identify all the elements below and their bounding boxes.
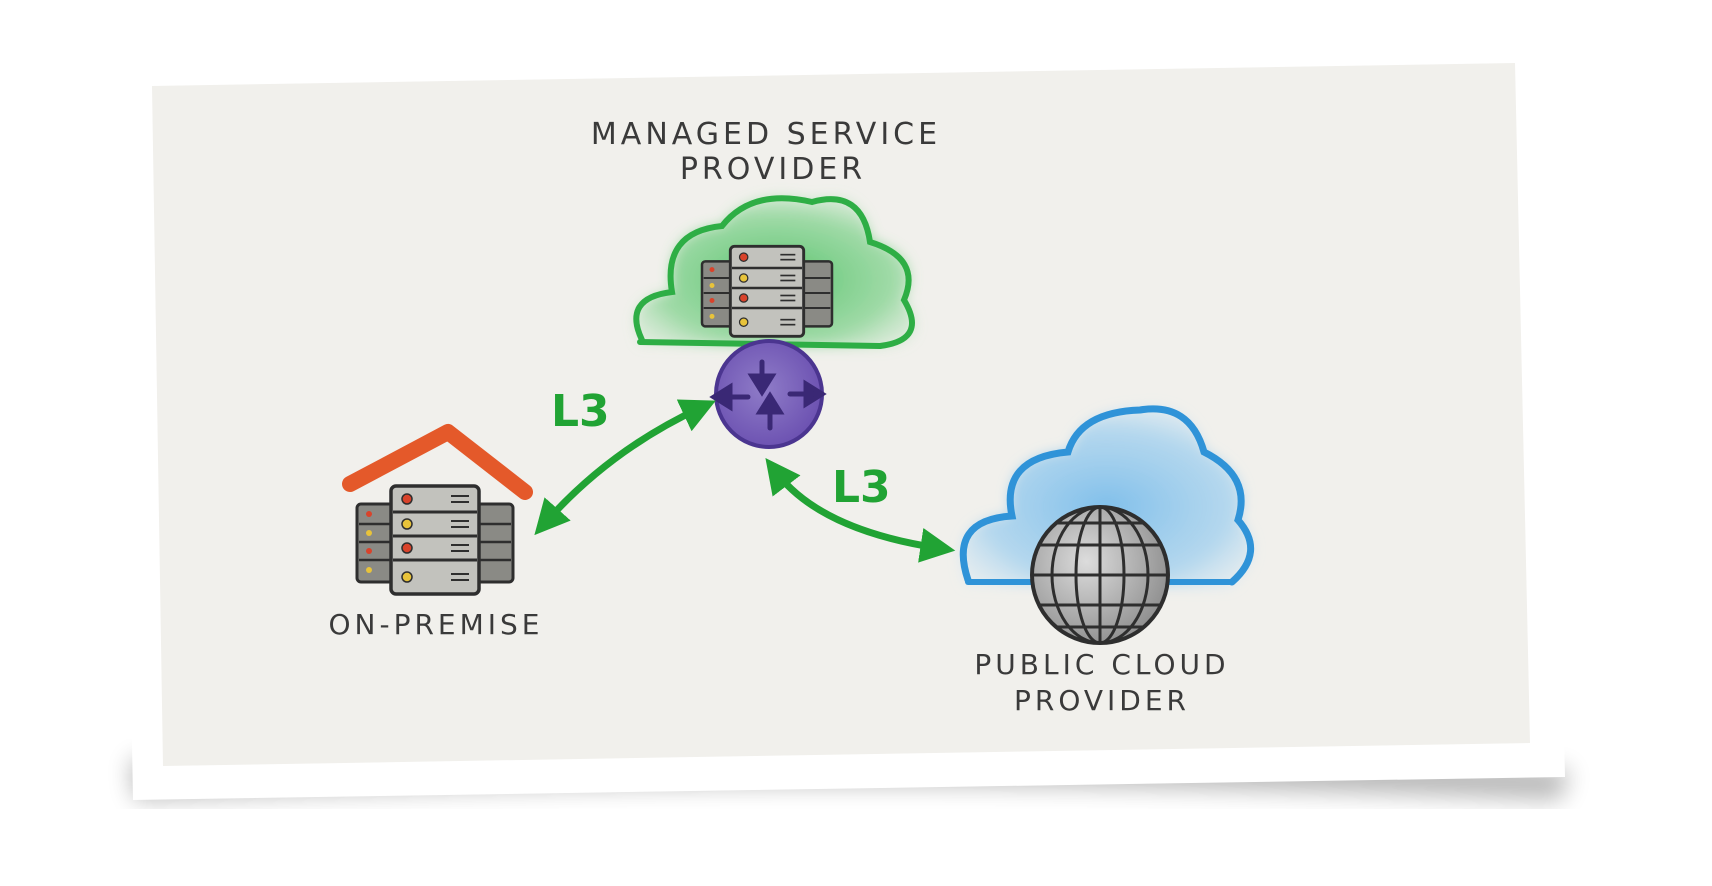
- globe-icon: [1030, 505, 1170, 645]
- public-cloud-title-line1: PUBLIC CLOUD: [974, 648, 1229, 681]
- house-roof-icon: [342, 424, 533, 500]
- msp-title-line2: PROVIDER: [680, 152, 866, 187]
- on-premise-label: ON-PREMISE: [329, 608, 544, 641]
- public-cloud-title-line2: PROVIDER: [1014, 684, 1190, 717]
- public-cloud-title: PUBLIC CLOUD PROVIDER: [974, 648, 1229, 717]
- link-left-label: L3: [551, 386, 610, 437]
- router-icon: [709, 339, 827, 449]
- link-right-label: L3: [832, 462, 891, 513]
- link-onprem-msp: [534, 399, 716, 536]
- paper-background: [152, 63, 1530, 766]
- link-msp-cloud: [765, 458, 956, 563]
- msp-title: MANAGED SERVICE PROVIDER: [591, 117, 941, 187]
- msp-title-line1: MANAGED SERVICE: [591, 117, 941, 152]
